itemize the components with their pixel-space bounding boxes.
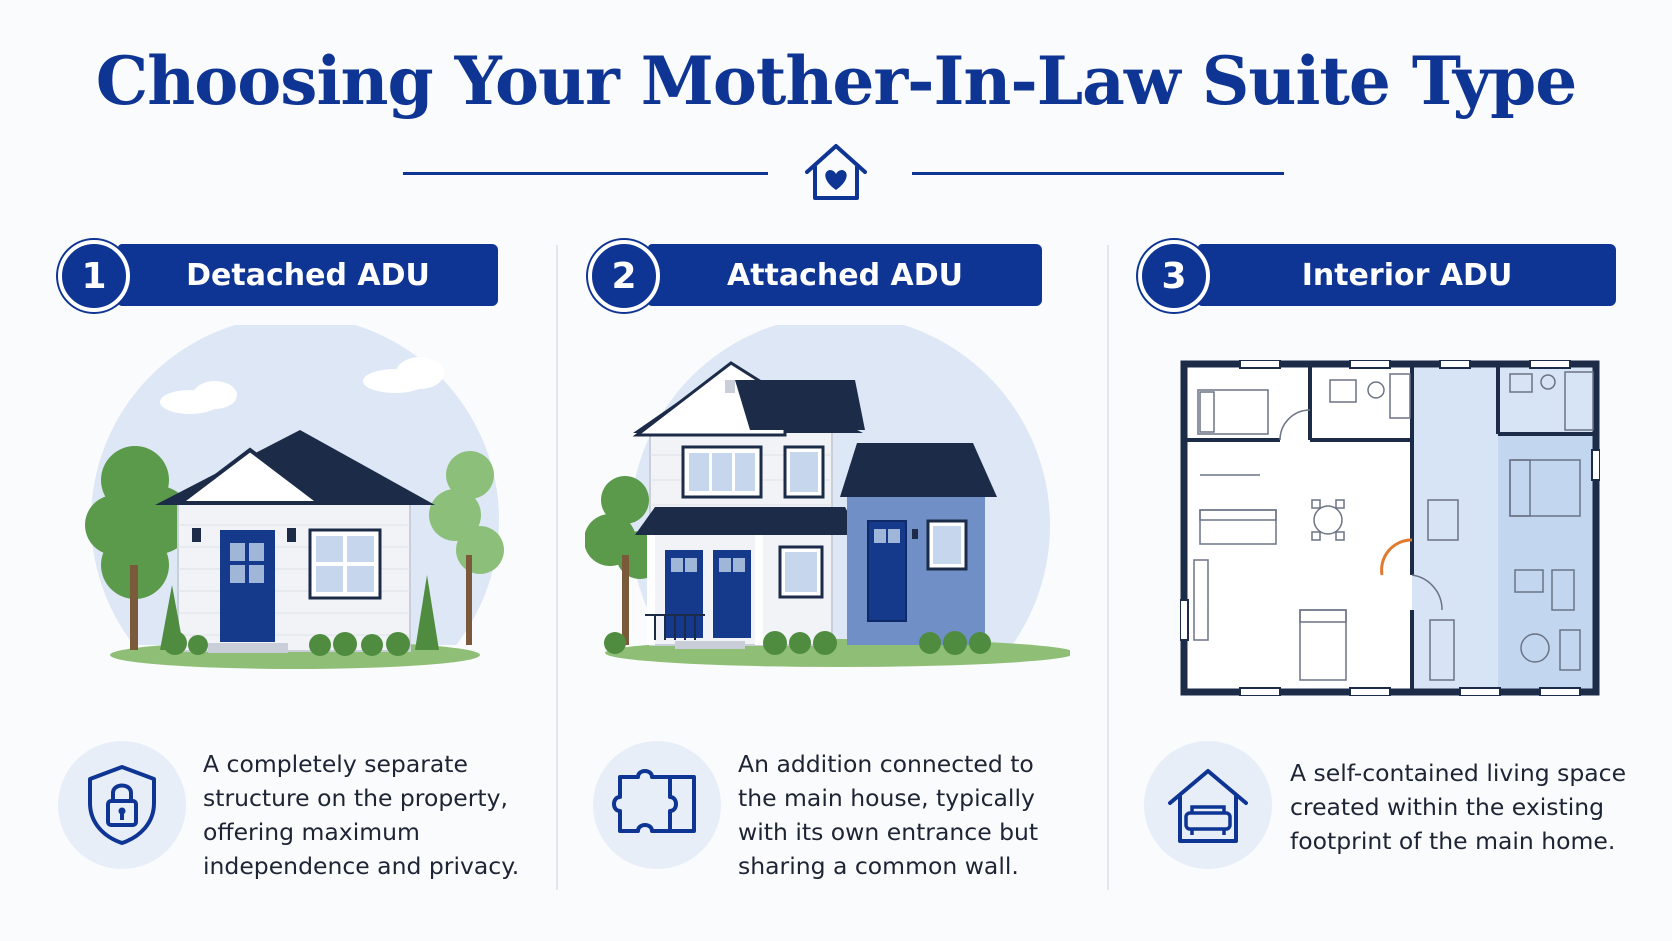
type-3-icon-circle [1144,741,1272,869]
type-3-description-line: created within the existing [1290,793,1605,821]
title-divider-right [912,172,1284,175]
type-3-header: Interior ADU 3 [1138,240,1616,312]
type-3-description-line: A self-contained living space [1290,759,1627,787]
column-divider-2 [1107,245,1109,890]
type-1-description: A completely separate structure on the p… [203,747,519,883]
type-2-description-line: An addition connected to [738,750,1034,778]
house-heart-icon [805,144,867,200]
type-1-description-line: independence and privacy. [203,852,520,880]
title-divider-left [403,172,768,175]
type-2-description-line: the main house, typically [738,784,1035,812]
type-2-name: Attached ADU [726,257,964,293]
type-1-name: Detached ADU [186,257,430,293]
shield-lock-icon [88,765,156,845]
type-1-description-line: A completely separate [203,750,468,778]
type-3-description-line: footprint of the main home. [1290,827,1616,855]
type-1-number: 1 [58,240,130,312]
type-1-icon-circle [58,741,186,869]
attached-house-illustration [585,325,1070,680]
column-divider-1 [556,245,558,890]
type-1-description-line: offering maximum [203,818,420,846]
puzzle-icon [612,769,696,833]
type-3-description: A self-contained living space created wi… [1290,756,1626,858]
type-2-number: 2 [588,240,660,312]
type-1-header: Detached ADU 1 [58,240,498,312]
type-2-description-line: with its own entrance but [738,818,1039,846]
floor-plan-illustration [1180,360,1600,696]
type-3-banner: Interior ADU [1198,244,1616,306]
detached-house-illustration [80,325,510,680]
type-2-description-line: sharing a common wall. [738,852,1019,880]
type-2-banner: Attached ADU [648,244,1042,306]
type-2-header: Attached ADU 2 [588,240,1042,312]
page-title: Choosing Your Mother-In-Law Suite Type [95,42,1577,120]
type-3-name: Interior ADU [1301,257,1513,293]
type-2-icon-circle [593,741,721,869]
type-1-banner: Detached ADU [118,244,498,306]
type-3-number: 3 [1138,240,1210,312]
type-1-description-line: structure on the property, [203,784,508,812]
house-sofa-icon [1168,769,1248,843]
type-2-description: An addition connected to the main house,… [738,747,1038,883]
